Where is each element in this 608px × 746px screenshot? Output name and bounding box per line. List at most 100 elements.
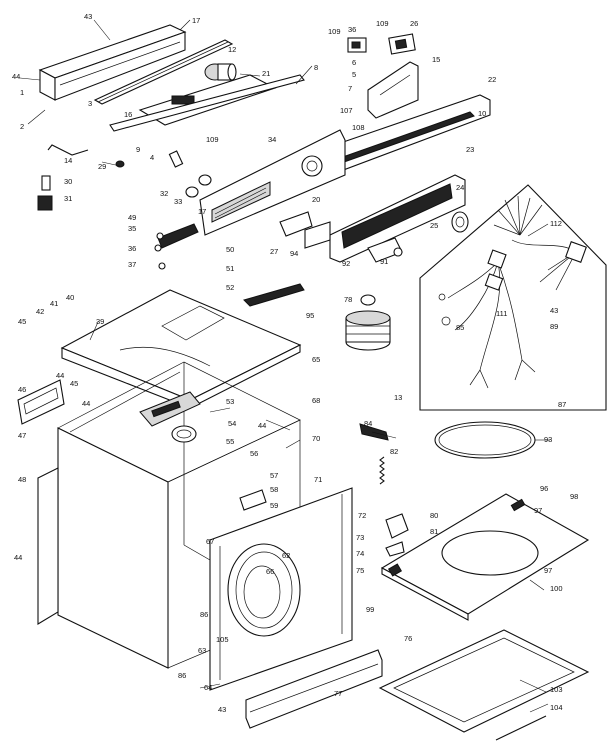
part-label: 40 bbox=[66, 293, 74, 302]
part-label: 3 bbox=[88, 99, 92, 108]
part-label: 14 bbox=[64, 156, 72, 165]
part-label: 1 bbox=[20, 88, 24, 97]
part-label: 5 bbox=[352, 70, 356, 79]
part-label: 43 bbox=[218, 705, 226, 714]
rear-brace bbox=[93, 39, 234, 105]
console-frame bbox=[199, 129, 346, 236]
part-label: 43 bbox=[550, 306, 558, 315]
wiring-harness-inset bbox=[419, 184, 607, 411]
part-label: 75 bbox=[356, 566, 364, 575]
base-frame bbox=[378, 629, 590, 733]
part-label: 20 bbox=[312, 195, 320, 204]
part-label: 105 bbox=[216, 635, 229, 644]
part-label: 26 bbox=[410, 19, 418, 28]
part-label: 16 bbox=[124, 110, 132, 119]
part-label: 58 bbox=[270, 485, 278, 494]
part-label: 10 bbox=[478, 109, 486, 118]
springs bbox=[239, 423, 409, 557]
part-label: 108 bbox=[352, 123, 365, 132]
part-label: 109 bbox=[376, 19, 389, 28]
top-cover bbox=[60, 289, 302, 409]
part-label: 35 bbox=[128, 224, 136, 233]
top-rear-rail bbox=[38, 24, 187, 101]
part-label: 103 bbox=[550, 685, 563, 694]
part-label: 65 bbox=[312, 355, 320, 364]
part-label: 111 bbox=[496, 309, 507, 318]
part-label: 81 bbox=[430, 527, 438, 536]
console-bracket bbox=[367, 61, 419, 119]
part-label: 44 bbox=[56, 371, 64, 380]
part-label: 109 bbox=[206, 135, 219, 144]
part-label: 64 bbox=[204, 683, 212, 692]
console-rod bbox=[109, 74, 305, 132]
part-label: 4 bbox=[150, 153, 154, 162]
bottom-rod bbox=[495, 715, 547, 741]
part-label: 112 bbox=[550, 219, 562, 228]
part-label: 22 bbox=[488, 75, 496, 84]
part-label: 39 bbox=[96, 317, 104, 326]
top-hinge-bracket bbox=[154, 223, 199, 270]
part-label: 44 bbox=[82, 399, 90, 408]
part-label: 72 bbox=[358, 511, 366, 520]
part-label: 71 bbox=[314, 475, 322, 484]
part-label: 45 bbox=[18, 317, 26, 326]
part-label: 9 bbox=[136, 145, 140, 154]
part-label: 57 bbox=[270, 471, 278, 480]
part-label: 52 bbox=[226, 283, 234, 292]
part-label: 6 bbox=[352, 58, 356, 67]
part-label: 7 bbox=[348, 84, 352, 93]
part-label: 54 bbox=[228, 419, 236, 428]
part-label: 97 bbox=[544, 566, 552, 575]
part-label: 100 bbox=[550, 584, 563, 593]
part-label: 86 bbox=[178, 671, 186, 680]
part-label: 56 bbox=[250, 449, 258, 458]
part-label: 97 bbox=[534, 506, 542, 515]
part-label: 50 bbox=[226, 245, 234, 254]
part-label: 104 bbox=[550, 703, 563, 712]
part-label: 107 bbox=[340, 106, 353, 115]
hinge-bracket bbox=[279, 211, 331, 249]
part-label: 34 bbox=[268, 135, 276, 144]
lid-switch bbox=[367, 237, 403, 263]
kick-panel bbox=[245, 649, 383, 729]
part-label: 92 bbox=[342, 259, 350, 268]
part-label: 91 bbox=[380, 257, 388, 266]
part-label: 24 bbox=[456, 183, 464, 192]
part-label: 96 bbox=[540, 484, 548, 493]
part-label: 66 bbox=[266, 567, 274, 576]
hose-fitting bbox=[37, 144, 125, 211]
part-label: 44 bbox=[12, 72, 20, 81]
part-label: 30 bbox=[64, 177, 72, 186]
timer-motor bbox=[204, 63, 237, 81]
part-label: 46 bbox=[18, 385, 26, 394]
part-label: 29 bbox=[98, 162, 106, 171]
console-screws bbox=[168, 150, 212, 198]
part-label: 2 bbox=[20, 122, 24, 131]
part-label: 25 bbox=[430, 221, 438, 230]
part-label: 86 bbox=[200, 610, 208, 619]
part-label: 41 bbox=[50, 299, 58, 308]
part-label: 95 bbox=[306, 311, 314, 320]
part-label: 36 bbox=[348, 25, 356, 34]
door-gasket bbox=[434, 421, 536, 459]
part-label: 21 bbox=[262, 69, 270, 78]
part-label: 68 bbox=[312, 396, 320, 405]
part-label: 77 bbox=[334, 689, 342, 698]
part-label: 44 bbox=[14, 553, 22, 562]
part-label: 13 bbox=[394, 393, 402, 402]
lid-hinge bbox=[243, 283, 305, 307]
part-label: 99 bbox=[366, 605, 374, 614]
part-label: 51 bbox=[226, 264, 234, 273]
part-label: 63 bbox=[198, 646, 206, 655]
part-label: 44 bbox=[258, 421, 266, 430]
part-label: 59 bbox=[270, 501, 278, 510]
part-label: 45 bbox=[70, 379, 78, 388]
part-label: 89 bbox=[550, 322, 558, 331]
console-end-panel bbox=[319, 94, 491, 176]
part-label: 17 bbox=[192, 16, 200, 25]
part-label: 62 bbox=[282, 551, 290, 560]
part-label: 93 bbox=[544, 435, 552, 444]
leader-lines bbox=[19, 19, 550, 713]
part-label: 109 bbox=[328, 27, 341, 36]
part-label: 49 bbox=[128, 213, 136, 222]
